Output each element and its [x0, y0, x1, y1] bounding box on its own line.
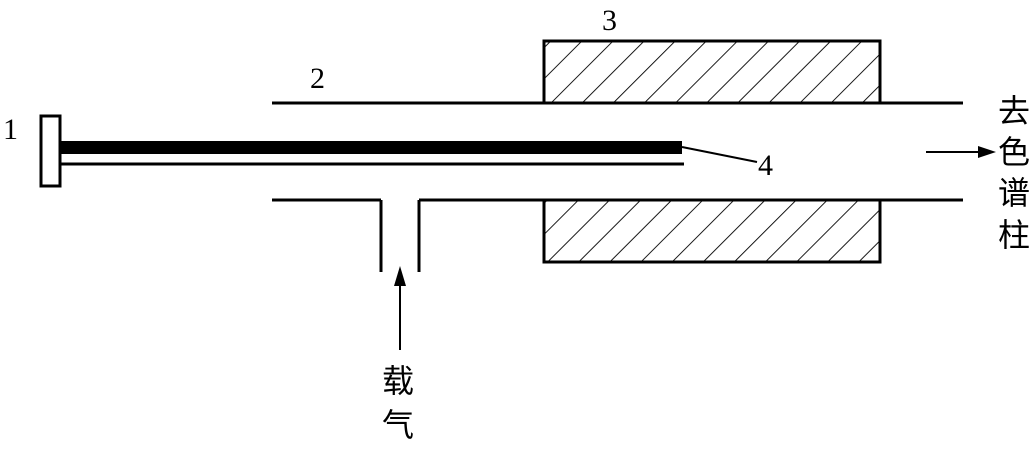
plunger-head — [39, 114, 62, 188]
needle-rod — [60, 141, 682, 154]
label-4: 4 — [758, 149, 773, 182]
outlet-arrow-head — [978, 146, 996, 158]
label-3: 3 — [602, 4, 617, 37]
outlet-label-char-3: 谱 — [998, 174, 1030, 212]
label-1: 1 — [3, 113, 18, 146]
outlet-label-char-2: 色 — [998, 133, 1030, 171]
outlet-label-char-1: 去 — [998, 92, 1030, 130]
inlet-arrow-head — [394, 266, 406, 286]
heater-block-top — [542, 39, 882, 105]
inlet-label-char-2: 气 — [382, 406, 414, 444]
heater-block-bottom — [542, 198, 882, 264]
label-2: 2 — [310, 62, 325, 95]
outlet-label-char-4: 柱 — [998, 216, 1030, 254]
inlet-label-char-1: 载 — [382, 362, 414, 400]
leader-line-4 — [681, 146, 758, 163]
